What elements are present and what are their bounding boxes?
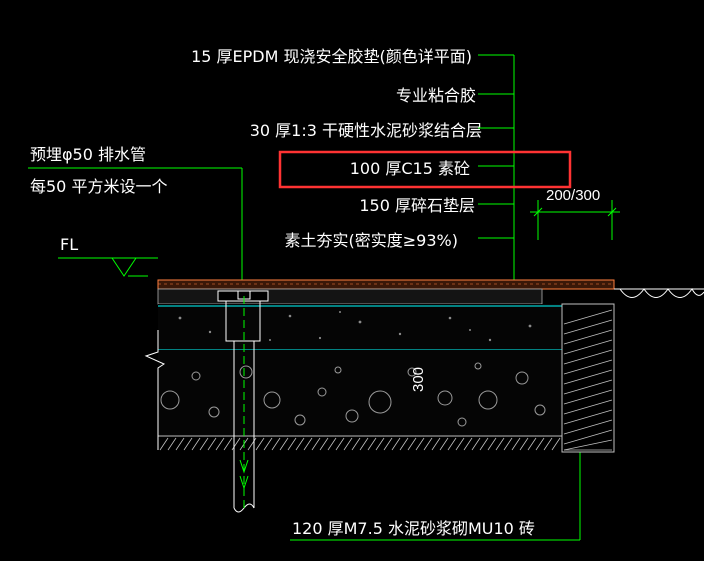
break-line: [144, 330, 166, 450]
gravel-layer: [158, 350, 562, 435]
compacted-soil-layer: [158, 435, 562, 452]
floor-level-label: FL: [60, 235, 78, 254]
drain-pipe: [217, 290, 269, 513]
epdm-surface-layer: [157, 279, 615, 290]
callout-soil: 素土夯实(密实度≥93%): [285, 231, 458, 250]
callout-gravel: 150 厚碎石垫层: [359, 196, 475, 215]
width-dimension-text: 200/300: [546, 187, 600, 204]
ground-profile: [614, 288, 704, 298]
depth-dimension-text: 300: [410, 367, 427, 392]
width-dimension: [530, 200, 620, 240]
mortar-bed-layer: [157, 288, 543, 305]
callout-c15-concrete: 100 厚C15 素砼: [350, 159, 470, 178]
brick-wall: [561, 303, 615, 453]
callout-epdm: 15 厚EPDM 现浇安全胶垫(颜色详平面): [191, 47, 472, 66]
floor-level-symbol: [111, 257, 148, 277]
drain-note-line1: 预埋φ50 排水管: [30, 145, 146, 164]
concrete-layer: [158, 304, 562, 351]
callout-adhesive: 专业粘合胶: [396, 86, 476, 105]
wall-note: 120 厚M7.5 水泥砂浆砌MU10 砖: [292, 519, 535, 538]
drain-note-line2: 每50 平方米设一个: [30, 177, 167, 196]
callout-mortar-bed: 30 厚1:3 干硬性水泥砂浆结合层: [250, 121, 482, 140]
highlight-box: [278, 150, 572, 189]
